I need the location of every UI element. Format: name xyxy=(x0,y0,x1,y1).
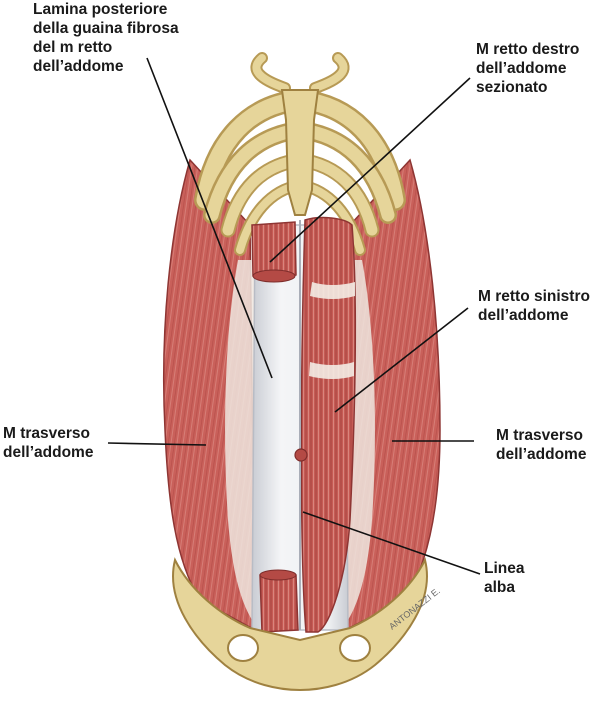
obturator-foramen-right xyxy=(339,634,371,662)
tendinous-intersection-2 xyxy=(309,362,354,379)
umbilicus xyxy=(294,448,308,462)
sternum xyxy=(280,89,320,216)
leader-posterior-sheath xyxy=(146,57,273,379)
obturator-foramen-left xyxy=(227,634,259,662)
leader-linea-alba xyxy=(302,511,481,575)
leader-transverse-left xyxy=(107,442,207,446)
leader-left-rectus xyxy=(334,307,469,413)
leader-right-rectus-cut xyxy=(269,77,471,263)
label-left-rectus: M retto sinistro dell’addome xyxy=(478,288,590,324)
label-posterior-rectus-sheath: Lamina posteriore della guaina fibrosa d… xyxy=(33,1,179,75)
label-transverse-left: M trasverso dell’addome xyxy=(3,425,94,461)
right-rectus-cut-surface-top xyxy=(252,269,296,283)
right-rectus-cut-surface-bottom xyxy=(259,569,297,581)
label-transverse-right: M trasverso dell’addome xyxy=(496,427,587,463)
label-right-rectus-cut: M retto destro dell’addome sezionato xyxy=(476,41,580,96)
leader-lines xyxy=(107,57,481,575)
tendinous-intersection-1 xyxy=(310,282,355,299)
label-linea-alba: Linea alba xyxy=(484,560,525,596)
